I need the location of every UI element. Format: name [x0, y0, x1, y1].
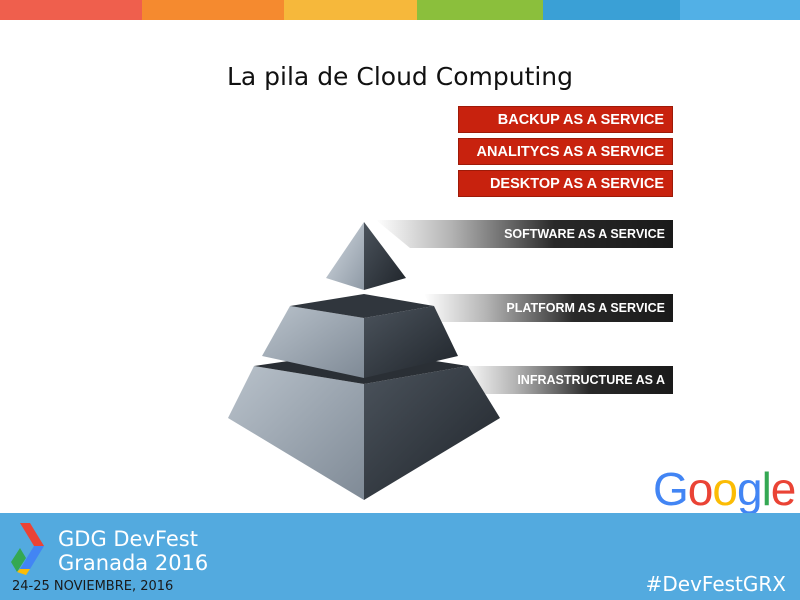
footer-bar [0, 513, 800, 600]
event-name: GDG DevFest [58, 527, 198, 551]
service-box-backup: BACKUP AS A SERVICE [458, 106, 673, 133]
google-logo-letter: l [761, 463, 772, 515]
google-logo-letter: e [770, 463, 797, 515]
layer-label-software: SOFTWARE AS A SERVICE [504, 227, 665, 241]
layer-label-infrastructure: INFRASTRUCTURE AS A SERVICE [517, 373, 665, 413]
service-box-analytics: ANALITYCS AS A SERVICE [458, 138, 673, 165]
top-bar-segment [417, 0, 543, 20]
event-city-year: Granada 2016 [58, 551, 209, 575]
top-bar-segment [284, 0, 417, 20]
top-bar-segment [680, 0, 800, 20]
top-bar-segment [142, 0, 284, 20]
top-bar-segment [543, 0, 680, 20]
slide-title: La pila de Cloud Computing [226, 62, 574, 91]
pyramid-tier-software [326, 222, 406, 290]
layer-label-platform: PLATFORM AS A SERVICE [506, 301, 665, 315]
pyramid-tier-platform [262, 294, 458, 378]
ribbon-infrastructure [462, 366, 673, 394]
event-hashtag: #DevFestGRX [645, 572, 786, 596]
google-logo-letter: G [653, 463, 689, 515]
google-logo-letter: o [687, 463, 714, 515]
service-box-desktop: DESKTOP AS A SERVICE [458, 170, 673, 197]
top-bar-segment [0, 0, 142, 20]
google-logo-letter: o [712, 463, 738, 515]
event-date: 24-25 NOVIEMBRE, 2016 [12, 579, 174, 594]
google-logo: Google [653, 462, 797, 516]
ribbon-platform [424, 294, 673, 322]
top-color-bar [0, 0, 800, 20]
ribbon-software [376, 220, 673, 248]
google-logo-letter: g [736, 463, 763, 515]
